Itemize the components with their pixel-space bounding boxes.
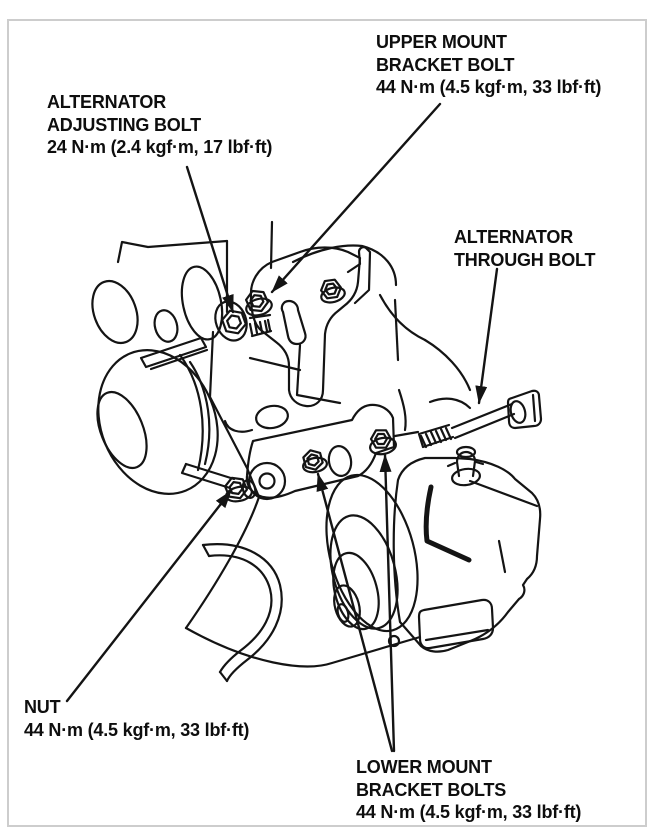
lower-mount-bracket-drawing (241, 403, 420, 501)
label-line: ALTERNATOR (454, 227, 573, 247)
leader-lower-bolt-a (316, 472, 394, 753)
alternator-top-stud (446, 445, 485, 487)
label-line: LOWER MOUNT (356, 757, 492, 777)
engine-block-drawing (91, 220, 472, 668)
leader-adjusting-bolt (185, 165, 235, 314)
label-torque-spec: 44 N·m (4.5 kgf·m, 33 lbf·ft) (376, 77, 602, 97)
upper-bracket-left-bolt (244, 289, 273, 317)
leader-upper-mount-bolt (270, 102, 442, 294)
upper-mount-bracket-drawing (249, 246, 372, 408)
label-line: BRACKET BOLTS (356, 779, 507, 800)
label-nut: NUT 44 N·m (4.5 kgf·m, 33 lbf·ft) (24, 696, 249, 741)
label-upper-mount-bracket-bolt: UPPER MOUNT BRACKET BOLT 44 N·m (4.5 kgf… (376, 31, 601, 99)
lower-bracket-bolt-a (302, 449, 328, 474)
alternator-drawing (325, 445, 542, 653)
label-lower-mount-bracket-bolts: LOWER MOUNT BRACKET BOLTS 44 N·m (4.5 kg… (356, 756, 581, 824)
label-torque-spec: 24 N·m (2.4 kgf·m, 17 lbf·ft) (47, 137, 273, 157)
leader-lower-bolt-b (379, 453, 396, 753)
leader-through-bolt (475, 267, 499, 405)
label-line: ADJUSTING BOLT (47, 114, 201, 135)
upper-bracket-right-bolt (319, 278, 346, 304)
leader-lines (65, 102, 499, 753)
label-line: BRACKET BOLT (376, 54, 515, 75)
leader-nut (65, 489, 233, 703)
label-alternator-through-bolt: ALTERNATOR THROUGH BOLT (454, 226, 595, 271)
label-line: UPPER MOUNT (376, 32, 507, 52)
label-line: THROUGH BOLT (454, 249, 596, 270)
adjusting-bolt-drawing (214, 300, 273, 342)
label-alternator-adjusting-bolt: ALTERNATOR ADJUSTING BOLT 24 N·m (2.4 kg… (47, 91, 272, 159)
label-line: NUT (24, 697, 61, 717)
label-torque-spec: 44 N·m (4.5 kgf·m, 33 lbf·ft) (356, 802, 582, 822)
label-torque-spec: 44 N·m (4.5 kgf·m, 33 lbf·ft) (24, 719, 250, 740)
label-line: ALTERNATOR (47, 92, 166, 112)
drive-belt-drawing (201, 543, 283, 683)
through-bolt-drawing (417, 389, 543, 449)
lower-bracket-bolt-b (369, 429, 397, 456)
